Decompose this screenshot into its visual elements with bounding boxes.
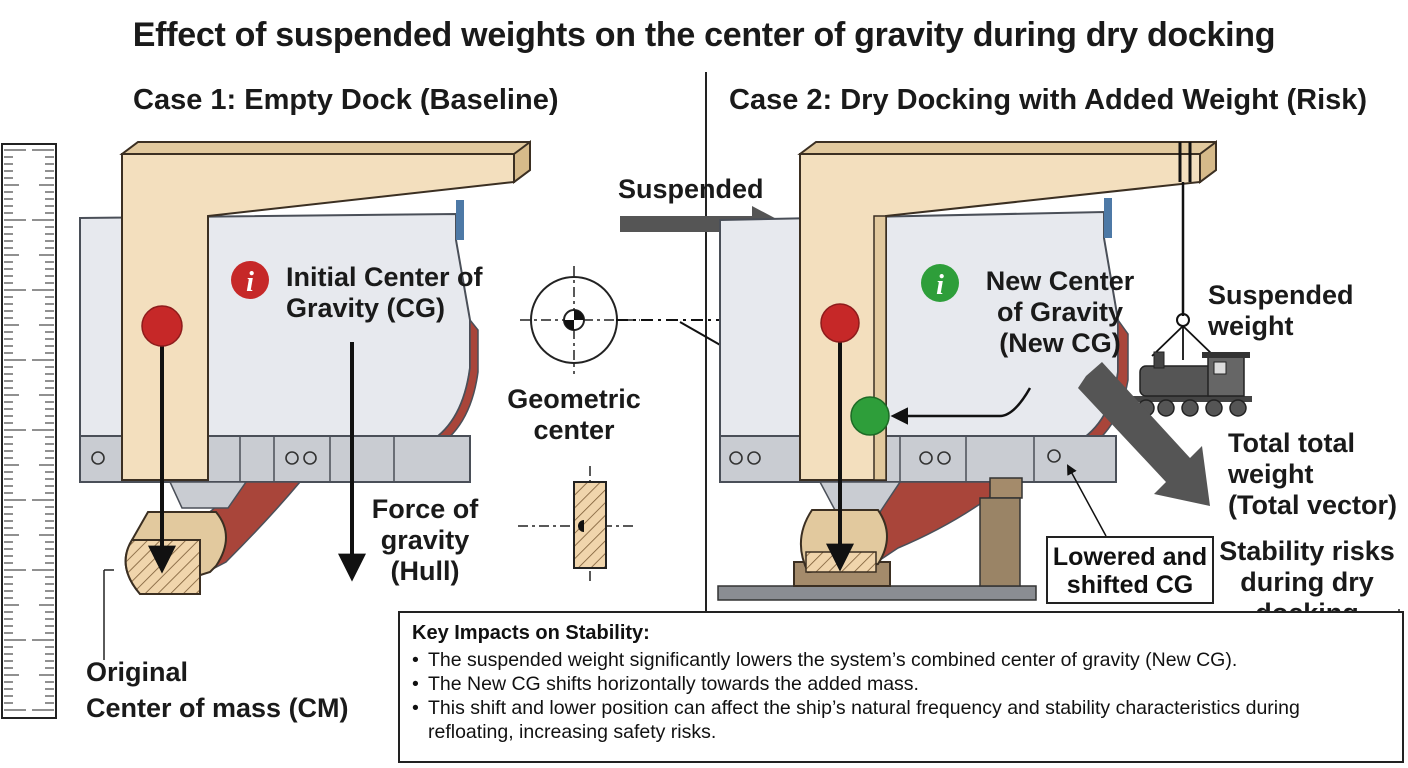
key-impact-item: The New CG shifts horizontally towards t… <box>412 672 1390 696</box>
suspended-weight-line2: weight <box>1208 311 1294 341</box>
page-title: Effect of suspended weights on the cente… <box>132 16 1276 54</box>
measurement-ruler <box>1 143 57 719</box>
total-vector-label: Total total weight (Total vector) <box>1228 428 1397 521</box>
geometric-line2: center <box>533 415 615 445</box>
stability-line2: during dry <box>1240 567 1374 597</box>
new-cg-label: New Center of Gravity (New CG) <box>970 266 1150 359</box>
lowered-cg-leader <box>1066 464 1107 537</box>
geometric-line1: Geometric <box>507 384 641 414</box>
force-line2: gravity <box>380 525 470 555</box>
initial-cg-label: Initial Center of Gravity (CG) <box>286 262 483 324</box>
geometric-center-label: Geometric center <box>506 384 642 446</box>
total-line2: weight <box>1228 459 1314 489</box>
hull-gravity-label: Force of gravity (Hull) <box>362 494 488 587</box>
total-vector-arrow <box>1078 362 1210 506</box>
stability-line1: Stability risks <box>1219 536 1395 566</box>
case2-heading: Case 2: Dry Docking with Added Weight (R… <box>729 84 1368 116</box>
info-icon: i <box>921 264 959 302</box>
case1-heading: Case 1: Empty Dock (Baseline) <box>133 84 559 116</box>
case2-ship-hull <box>719 198 1129 562</box>
suspended-arrow <box>620 206 786 242</box>
new-cg-label-arrow <box>890 387 1032 425</box>
key-impact-item: The suspended weight significantly lower… <box>412 648 1390 672</box>
locomotive-icon <box>1128 351 1252 417</box>
case1-keel-block <box>124 511 227 596</box>
suspension-cable <box>1151 142 1215 360</box>
original-cm-line1: Original <box>86 657 189 687</box>
initial-cg-line2: Gravity (CG) <box>286 293 446 323</box>
lowered-line2: shifted CG <box>1066 571 1194 599</box>
lowered-cg-box: Lowered and shifted CG <box>1046 536 1214 604</box>
original-cm-label: Original Center of mass (CM) <box>86 654 349 726</box>
force-line1: Force of <box>371 494 479 524</box>
lowered-line1: Lowered and <box>1052 543 1208 571</box>
svg-text:i: i <box>246 267 254 298</box>
key-impact-item: This shift and lower position can affect… <box>412 696 1390 744</box>
initial-cg-line1: Initial Center of <box>286 262 483 292</box>
svg-text:i: i <box>936 270 944 301</box>
key-impacts-list: The suspended weight significantly lower… <box>412 648 1390 744</box>
total-line1: Total total <box>1228 428 1355 458</box>
key-impacts-title: Key Impacts on Stability: <box>412 622 650 644</box>
original-cm-line2: Center of mass (CM) <box>86 693 349 723</box>
new-cg-marker <box>850 396 890 436</box>
new-cg-line1: New Center <box>985 266 1135 296</box>
dock-floor <box>717 585 1037 601</box>
suspended-label: Suspended <box>618 174 764 204</box>
new-cg-line2: of Gravity <box>996 297 1124 327</box>
support-pillar <box>979 477 1023 587</box>
info-icon: i <box>231 261 269 299</box>
key-impacts-box: Key Impacts on Stability: The suspended … <box>398 611 1404 763</box>
suspended-weight-label: Suspended weight <box>1208 280 1354 342</box>
new-cg-line3: (New CG) <box>999 328 1121 358</box>
total-line3: (Total vector) <box>1228 490 1398 520</box>
centroid-symbol <box>518 466 634 584</box>
suspended-weight-line1: Suspended <box>1208 280 1354 310</box>
force-line3: (Hull) <box>390 556 460 586</box>
original-cg-marker-case2 <box>820 303 860 343</box>
original-cg-marker <box>141 305 183 347</box>
